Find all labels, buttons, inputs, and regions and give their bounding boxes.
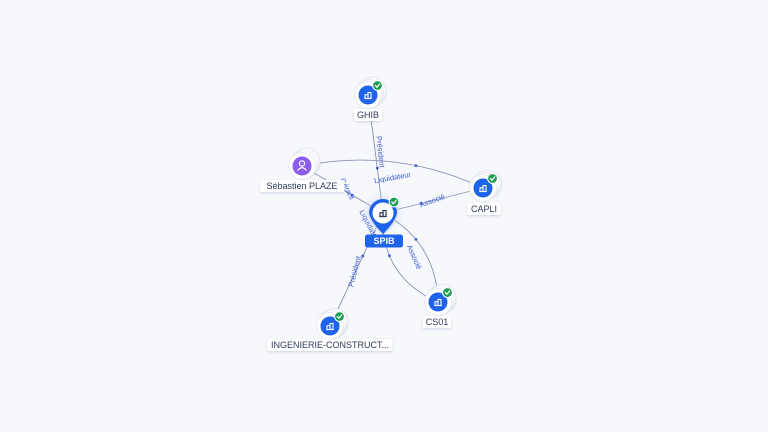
edge-arrow: [350, 193, 354, 197]
node-label-pill: [259, 180, 345, 192]
person-icon: [297, 160, 307, 171]
edge-label: Liquidateur: [374, 170, 413, 185]
verified-check-icon: [388, 196, 400, 208]
building-icon: [364, 91, 372, 100]
edge-label: Associé: [405, 243, 424, 271]
verified-check-icon: [334, 311, 345, 322]
verified-check-icon: [487, 173, 498, 184]
node-label: GHIB: [357, 110, 379, 120]
edge-line: [301, 159, 484, 189]
node-cs01[interactable]: CS01: [422, 284, 456, 329]
hub-label-badge: [365, 234, 403, 248]
edge-arrow: [419, 202, 423, 205]
edge-arrow: [361, 254, 365, 258]
node-label: INGENIERIE-CONSTRUCT...: [271, 340, 389, 350]
node-label-pill: [467, 203, 501, 215]
verified-check-icon: [442, 287, 453, 298]
edge-arrow: [414, 164, 418, 168]
node-sebastien[interactable]: Sébastien PLAZE: [259, 148, 345, 193]
edge-label: Président: [346, 254, 363, 288]
node-ingenierie[interactable]: INGENIERIE-CONSTRUCT...: [267, 308, 393, 352]
node-capli[interactable]: CAPLI: [467, 170, 501, 216]
nodes-layer: SPIB GHIB CAPLI CS01INGENIERIE-CONSTRUCT...…: [259, 77, 501, 352]
edge-label: Président: [374, 136, 386, 169]
building-icon: [379, 209, 387, 218]
building-icon: [479, 184, 487, 193]
edge-label: Associé: [418, 192, 446, 209]
node-label: Sébastien PLAZE: [266, 181, 337, 191]
building-icon: [434, 298, 442, 307]
node-ghib[interactable]: GHIB: [353, 77, 386, 122]
node-spib[interactable]: SPIB: [361, 191, 405, 248]
node-label-pill: [267, 339, 393, 351]
node-label: SPIB: [373, 236, 395, 246]
verified-check-icon: [372, 80, 383, 91]
building-icon: [326, 322, 334, 331]
edge-arrow: [375, 166, 379, 170]
node-label: CS01: [426, 317, 449, 327]
node-label-pill: [353, 109, 383, 121]
edge-arrow: [414, 237, 418, 241]
node-label-pill: [422, 316, 452, 328]
node-label: CAPLI: [471, 204, 497, 214]
edge-arrow: [388, 254, 391, 258]
